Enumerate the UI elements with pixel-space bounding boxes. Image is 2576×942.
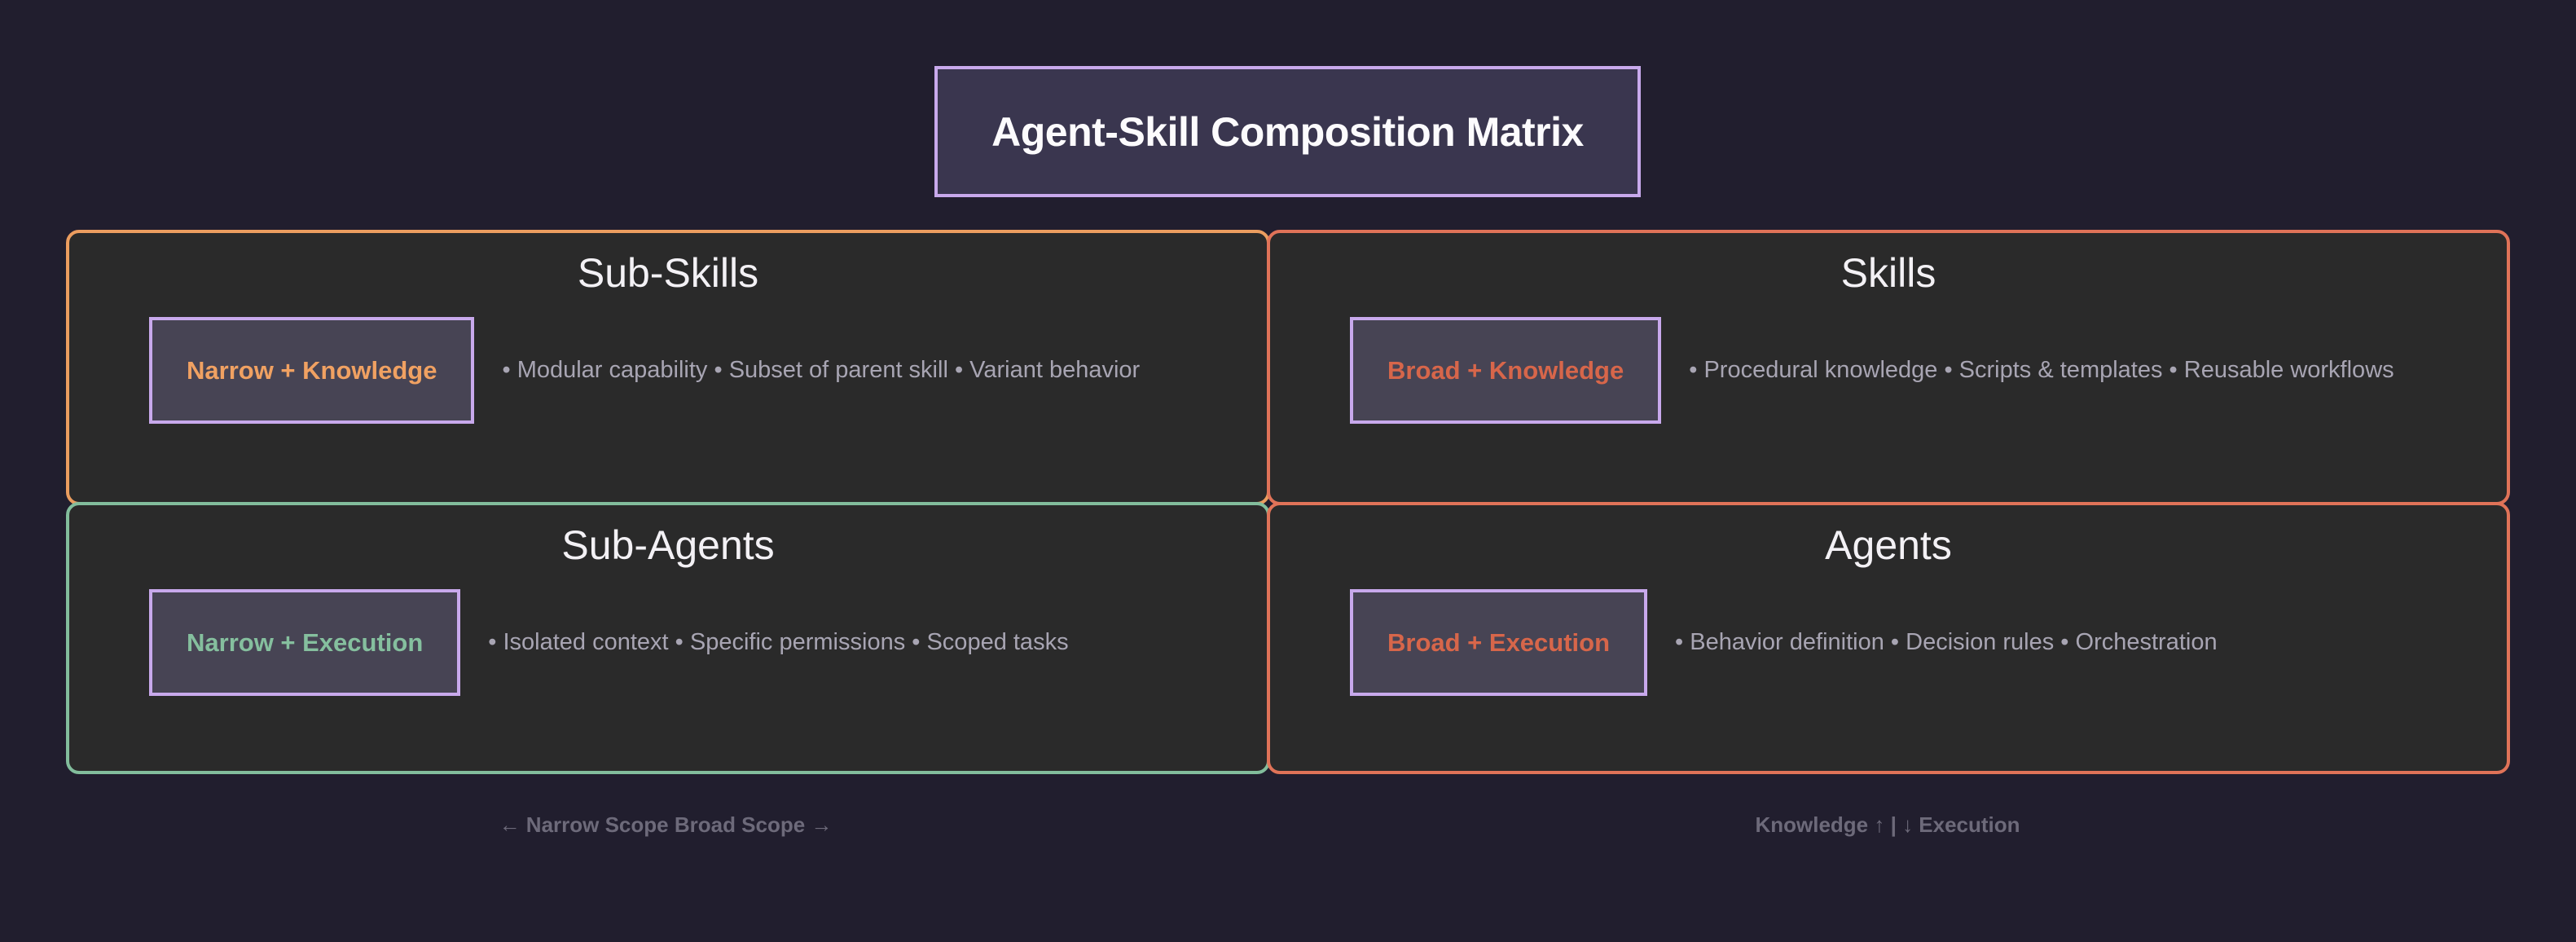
label-text: Narrow + Knowledge [187,355,437,385]
quadrant-content-row: Broad + Execution • Behavior definition … [1270,589,2507,696]
quadrant-content-row: Broad + Knowledge • Procedural knowledge… [1270,317,2507,424]
quadrant-skills: Skills Broad + Knowledge • Procedural kn… [1267,230,2510,505]
y-axis-caption: Knowledge ↑ | ↓ Execution [1755,812,2020,837]
quadrant-agents: Agents Broad + Execution • Behavior defi… [1267,502,2510,774]
quadrant-sub-skills: Sub-Skills Narrow + Knowledge • Modular … [66,230,1270,505]
quadrant-title: Sub-Agents [561,522,775,568]
bullet-list: • Modular capability • Subset of parent … [502,357,1141,383]
title-box: Agent-Skill Composition Matrix [934,66,1641,197]
label-text: Broad + Knowledge [1387,355,1624,385]
bullet-list: • Behavior definition • Decision rules •… [1675,629,2218,655]
quadrant-title: Agents [1825,522,1952,568]
quadrant-sub-agents: Sub-Agents Narrow + Execution • Isolated… [66,502,1270,774]
label-text: Broad + Execution [1387,627,1611,657]
label-box: Narrow + Knowledge [149,317,475,424]
x-axis-caption: ← Narrow Scope Broad Scope → [499,812,833,837]
label-text: Narrow + Execution [187,627,424,657]
bullet-list: • Isolated context • Specific permission… [488,629,1069,655]
quadrant-title: Skills [1840,250,1936,296]
label-box: Narrow + Execution [149,589,461,696]
bullet-list: • Procedural knowledge • Scripts & templ… [1689,357,2394,383]
quadrant-title: Sub-Skills [577,250,759,296]
quadrant-content-row: Narrow + Knowledge • Modular capability … [69,317,1267,424]
label-box: Broad + Execution [1350,589,1648,696]
quadrant-content-row: Narrow + Execution • Isolated context • … [69,589,1267,696]
page-title: Agent-Skill Composition Matrix [991,108,1584,155]
label-box: Broad + Knowledge [1350,317,1662,424]
